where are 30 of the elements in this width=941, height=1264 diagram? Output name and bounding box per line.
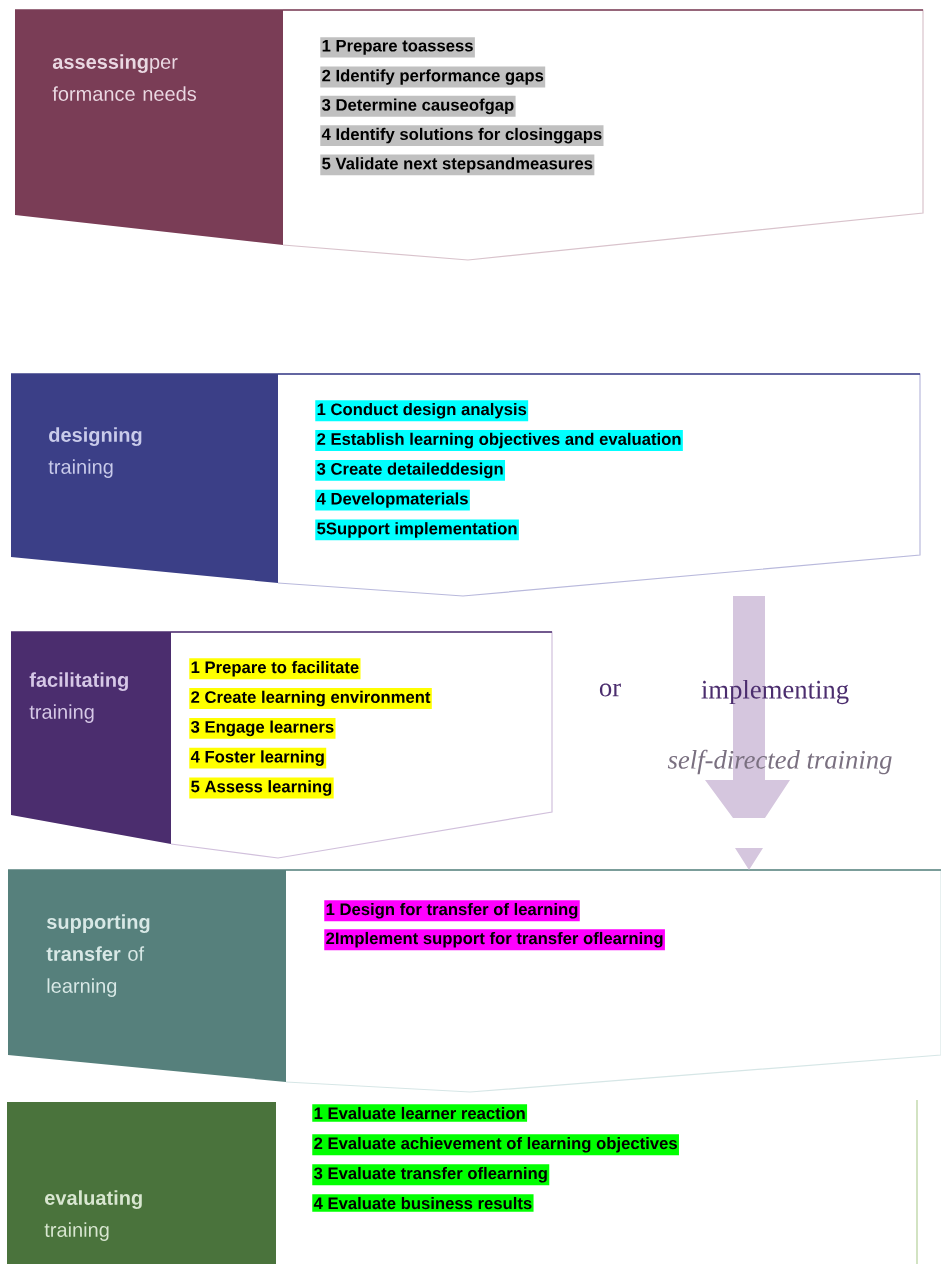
step-item: 1 Prepare toassess [320,37,475,58]
step-item: 5Support implementation [315,519,519,541]
stage-title: evaluating training [44,1190,142,1241]
step-item: 1 Evaluate learner reaction [312,1104,528,1122]
side-label: self-directed training [667,749,892,775]
step-item: 1 Conduct design analysis [315,400,529,422]
step-item: 3 Engage learners [189,717,336,739]
step-item: 3 Create detaileddesign [315,459,506,481]
step-item: 1 Prepare to facilitate [189,658,361,680]
step-item: 5 Assess learning [189,777,334,799]
stage-title: assessingper formance needs [52,54,197,101]
side-label: or [599,683,621,697]
step-item: 4 Developmaterials [315,489,470,511]
step-item: 2 Create learning environment [189,688,432,709]
step-item: 4 Identify solutions for closinggaps [320,125,604,147]
stage-title: designing training [48,427,142,478]
step-item: 3 Determine causeofgap [320,95,516,117]
step-item: 3 Evaluate transfer oflearning [312,1164,550,1186]
step-item: 2 Evaluate achievement of learning objectives [312,1134,679,1156]
step-item: 4 Evaluate business results [312,1194,534,1212]
block-arrow [705,595,790,870]
step-item: 2 Identify performance gaps [320,66,546,88]
step-item: 1 Design for transfer of learning [324,900,580,922]
step-item: 2Implement support for transfer oflearning [324,929,665,951]
step-item: 4 Foster learning [189,747,327,769]
step-item: 5 Validate next stepsandmeasures [320,154,595,176]
stage-title: supporting transfer of learning [46,914,150,997]
stage-title: facilitating training [29,672,128,723]
side-label: implementing [701,679,849,705]
step-item: 2 Establish learning objectives and evaluation [315,430,683,451]
